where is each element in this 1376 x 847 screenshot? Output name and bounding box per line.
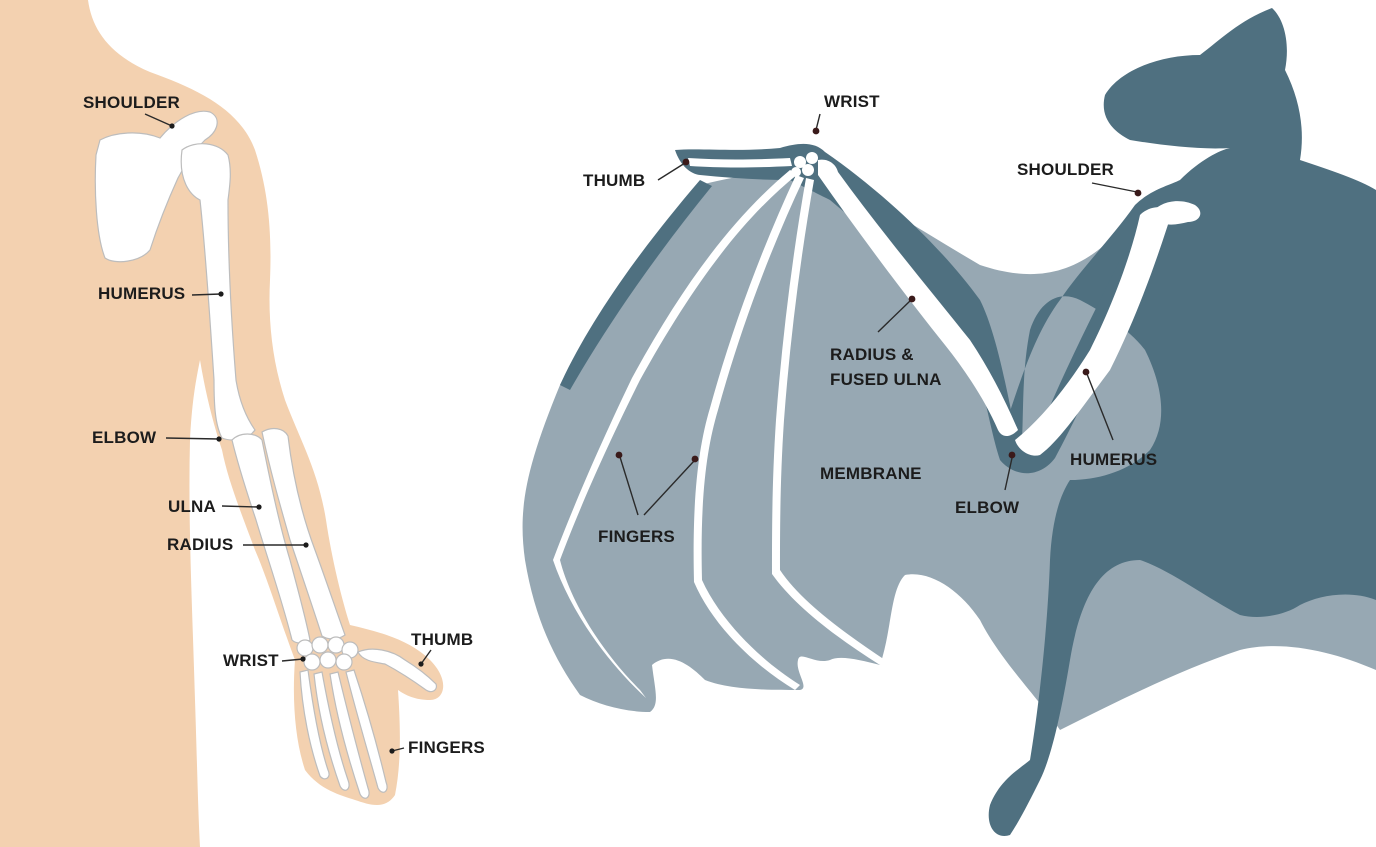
label-text: RADIUS <box>167 535 233 554</box>
human-arm-illustration <box>0 0 443 847</box>
label-text: THUMB <box>411 630 473 649</box>
bat-label-thumb: THUMB <box>583 159 689 190</box>
label-text: WRIST <box>223 651 279 670</box>
label-text: ELBOW <box>92 428 157 447</box>
label-text: SHOULDER <box>83 93 180 112</box>
label-text: WRIST <box>824 92 880 111</box>
label-text: ULNA <box>168 497 216 516</box>
label-text: FINGERS <box>408 738 485 757</box>
label-text: THUMB <box>583 171 645 190</box>
bat-illustration <box>523 8 1376 836</box>
label-text: FINGERS <box>598 527 675 546</box>
carpal-bones <box>297 637 358 670</box>
label-text: ELBOW <box>955 498 1020 517</box>
human-label-fingers: FINGERS <box>389 738 485 757</box>
bat-label-wrist: WRIST <box>813 92 881 134</box>
bat-label-shoulder: SHOULDER <box>1017 160 1141 196</box>
label-text: HUMERUS <box>1070 450 1157 469</box>
label-text: HUMERUS <box>98 284 185 303</box>
label-text: MEMBRANE <box>820 464 922 483</box>
label-text-line2: FUSED ULNA <box>830 370 942 389</box>
label-text: SHOULDER <box>1017 160 1114 179</box>
label-text-line1: RADIUS & <box>830 345 914 364</box>
bat-label-membrane: MEMBRANE <box>820 464 922 483</box>
